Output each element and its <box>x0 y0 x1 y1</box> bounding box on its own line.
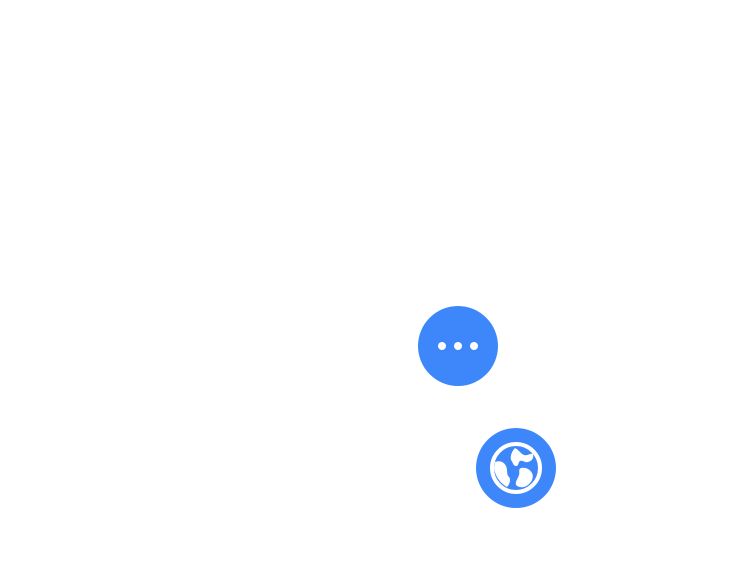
more-horizontal-icon <box>438 342 478 350</box>
globe-button[interactable] <box>476 428 556 508</box>
globe-icon <box>490 442 542 494</box>
more-options-button[interactable] <box>418 306 498 386</box>
